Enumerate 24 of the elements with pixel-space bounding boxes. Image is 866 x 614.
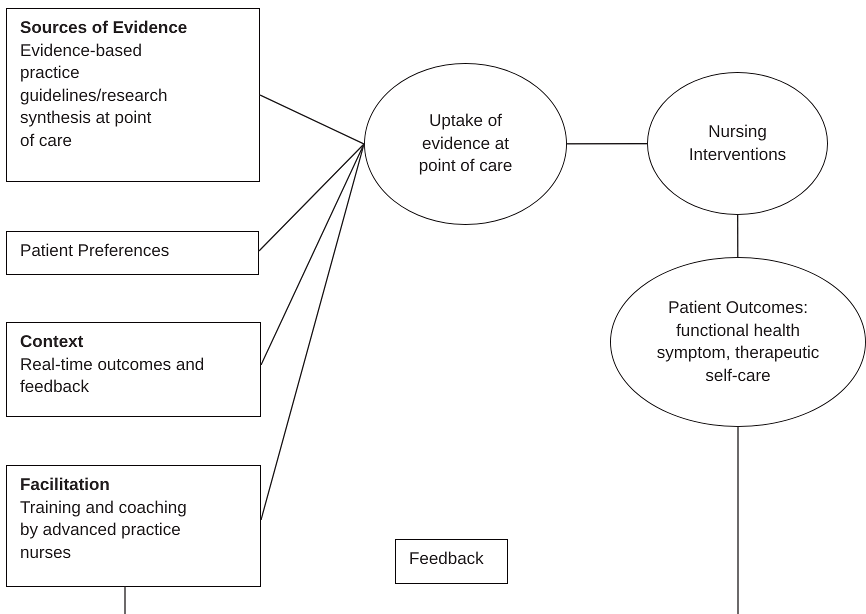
connector-line [260,144,365,366]
connector-line [260,144,365,520]
node-label: Real-time outcomes and feedback [20,354,206,398]
connector-line [567,143,647,144]
node-heading: Context [20,331,84,353]
connector-line [737,215,738,257]
connector-line [260,94,364,145]
node-label: Patient Outcomes: functional health symptom, therapeutic self-care [656,297,820,386]
node-label: Training and coaching by advanced practice nurses [20,496,188,564]
node-label: Uptake of evidence at point of care [418,110,514,178]
concept-box [395,539,508,584]
node-label: Feedback [409,548,485,570]
concept-box [6,465,261,587]
node-heading: Sources of Evidence [20,17,188,39]
concept-box [6,322,261,417]
connector-line [124,587,126,614]
node-heading: Facilitation [20,474,111,496]
connector-line [258,144,364,252]
concept-box [6,8,260,182]
node-label: Patient Preferences [20,240,170,262]
node-label: Evidence-based practice guidelines/research synthesis at point of care [20,40,168,152]
node-label: Nursing Interventions [688,121,788,166]
concept-box [6,231,259,275]
connector-line [737,427,739,614]
